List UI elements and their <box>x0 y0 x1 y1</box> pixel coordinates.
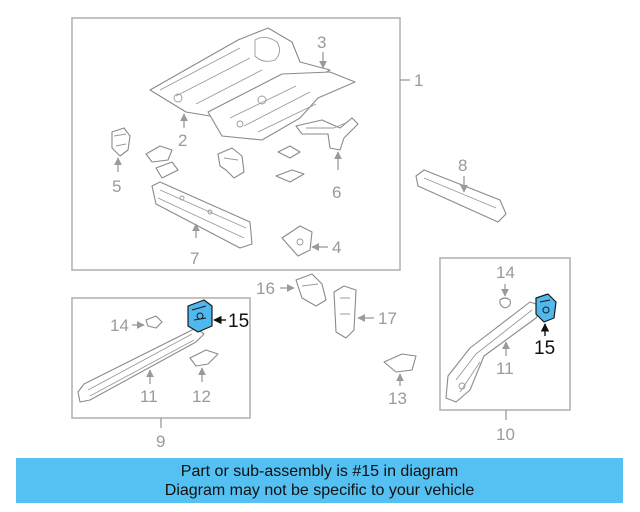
callout-8: 8 <box>458 156 467 175</box>
right-subgroup-box <box>439 257 571 411</box>
callout-13: 13 <box>388 389 407 408</box>
callout-15-right: 15 <box>534 338 555 359</box>
left-rail-part-11 <box>77 327 205 403</box>
floor-pan-group-box <box>71 17 401 271</box>
bracket-part-5 <box>111 127 131 157</box>
callout-2: 2 <box>178 131 187 150</box>
callout-1: 1 <box>414 71 423 90</box>
banner-line-1: Part or sub-assembly is #15 in diagram <box>180 462 459 480</box>
callout-4: 4 <box>332 238 341 257</box>
reinforcement-part-8 <box>415 169 507 223</box>
small-bracket-a <box>145 145 173 163</box>
left-bracket-part-12 <box>189 349 219 367</box>
callout-11-left: 11 <box>140 387 158 406</box>
floor-pan-part <box>149 27 331 117</box>
pillar-part-17 <box>333 285 357 339</box>
side-rail-part <box>151 181 253 249</box>
callout-3: 3 <box>317 33 326 52</box>
callout-17: 17 <box>378 309 397 328</box>
banner-line-2: Diagram may not be specific to your vehi… <box>164 481 475 499</box>
small-bracket-c <box>217 147 245 179</box>
cross-member-part <box>295 117 359 151</box>
callout-6: 6 <box>332 183 341 202</box>
rear-floor-part <box>207 71 356 141</box>
callout-16: 16 <box>256 279 275 298</box>
callout-9: 9 <box>156 432 165 451</box>
callout-11-right: 11 <box>496 359 514 378</box>
highlighted-part-15-left <box>187 299 213 333</box>
callout-10: 10 <box>496 425 515 444</box>
right-rail-part-11 <box>445 301 543 403</box>
bracket-part-4 <box>281 225 313 257</box>
small-bracket-b <box>155 161 179 179</box>
callout-14-right: 14 <box>496 263 515 282</box>
callout-7: 7 <box>190 249 199 268</box>
small-bracket-d <box>277 145 301 159</box>
highlighted-part-15-right <box>535 293 557 323</box>
info-banner: Part or sub-assembly is #15 in diagram D… <box>16 458 623 503</box>
callout-5: 5 <box>112 177 121 196</box>
right-bracket-part-14 <box>499 297 511 309</box>
callout-12: 12 <box>192 387 211 406</box>
bracket-part-13 <box>383 353 417 373</box>
callout-14-left: 14 <box>110 316 129 335</box>
small-bracket-e <box>275 169 305 183</box>
bracket-part-16 <box>295 273 327 307</box>
left-bracket-part-14 <box>145 315 163 329</box>
callout-15-left: 15 <box>228 311 249 332</box>
